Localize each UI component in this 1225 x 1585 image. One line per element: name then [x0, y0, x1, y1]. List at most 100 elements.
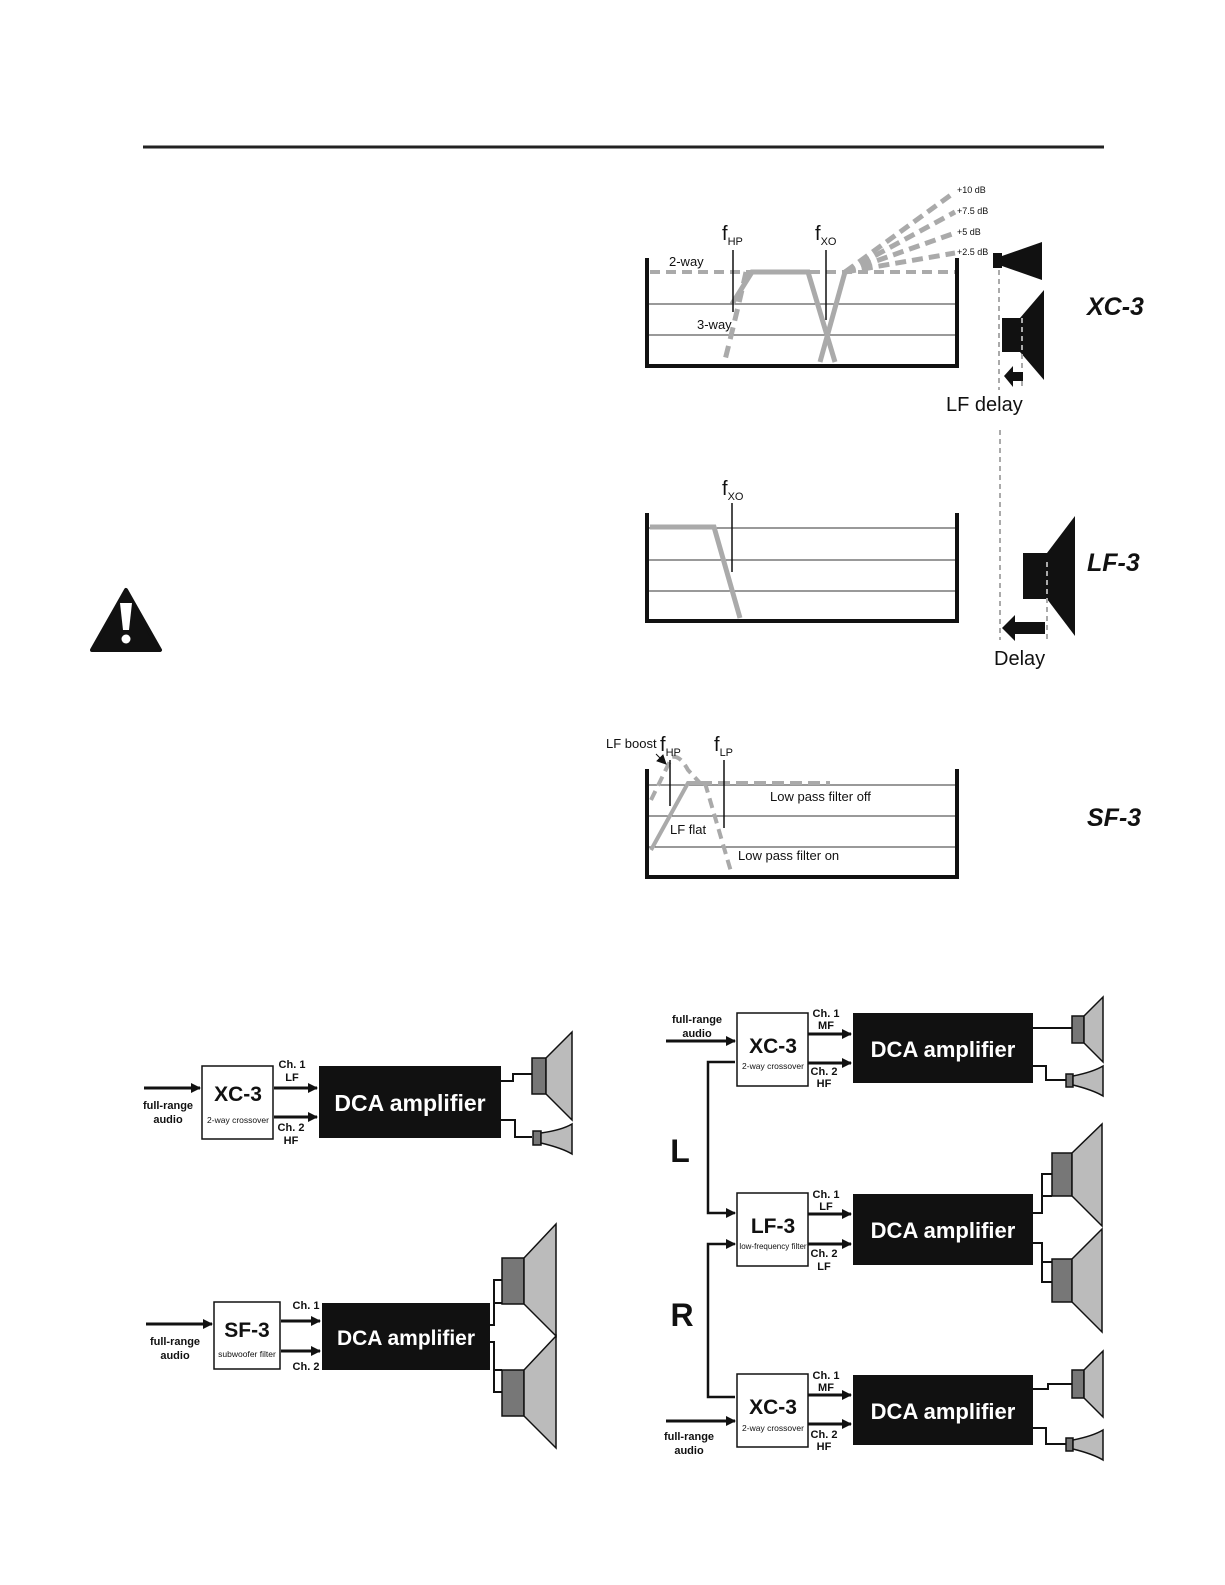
svg-text:XC-3: XC-3	[749, 1035, 797, 1058]
xc3-lf-delay-label: LF delay	[946, 394, 1023, 416]
block-c-diagram: full-range audio full-range audio L R XC…	[664, 995, 1104, 1462]
svg-text:DCA amplifier: DCA amplifier	[871, 1218, 1016, 1243]
lf3-panel-title: LF-3	[1087, 549, 1140, 577]
svg-text:Ch. 2: Ch. 2	[811, 1429, 838, 1441]
svg-text:Ch. 1: Ch. 1	[293, 1300, 320, 1312]
svg-text:Ch. 1: Ch. 1	[279, 1059, 306, 1071]
sf3-f-lp-label: fLP	[714, 734, 733, 759]
block-c-bot-amp-box	[853, 1375, 1033, 1445]
svg-text:full-range: full-range	[150, 1336, 200, 1348]
svg-text:subwoofer filter: subwoofer filter	[218, 1349, 276, 1359]
block-a-amp-label: DCA amplifier	[334, 1090, 485, 1116]
block-a-horn-icon	[532, 1122, 573, 1156]
svg-text:low-frequency filter: low-frequency filter	[739, 1242, 806, 1251]
block-b-subwoofer-icon-top	[501, 1222, 557, 1338]
block-c-mid-amp-box	[853, 1194, 1033, 1265]
sf3-lf-boost-curve	[649, 754, 702, 801]
block-c-top-amp-box	[853, 1013, 1033, 1083]
lf3-delay-label: Delay	[994, 648, 1045, 670]
xc3-three-way-curve	[722, 271, 749, 361]
block-a-module-box	[201, 1065, 274, 1140]
xc3-hf-curve	[817, 271, 848, 363]
xc3-hf-boost-fan	[843, 189, 957, 275]
sf3-lf-boost-label: LF boost	[606, 736, 657, 751]
svg-text:DCA amplifier: DCA amplifier	[871, 1399, 1016, 1424]
svg-text:Ch. 2: Ch. 2	[811, 1066, 838, 1078]
block-c-top-horn-icon	[1065, 1064, 1104, 1098]
block-b-module-box	[213, 1301, 281, 1370]
svg-text:HF: HF	[817, 1078, 832, 1090]
block-a-module-label: XC-3	[214, 1083, 262, 1106]
delay-arrow-icon	[1002, 615, 1045, 641]
lf3-response-graph	[645, 503, 959, 623]
svg-text:HF: HF	[817, 1441, 832, 1453]
block-b-amp-label: DCA amplifier	[337, 1327, 475, 1350]
sf3-f-hp-label: fHP	[660, 734, 681, 759]
sf3-response-graph	[645, 753, 959, 879]
block-a-woofer-icon	[531, 1030, 573, 1122]
sf3-lf-flat-label: LF flat	[670, 822, 707, 837]
svg-text:Ch. 1: Ch. 1	[813, 1008, 840, 1020]
xc3-three-way-label: 3-way	[697, 317, 732, 332]
block-c-bot-horn-icon	[1065, 1428, 1104, 1462]
block-c-right-label: R	[670, 1297, 693, 1333]
svg-text:2-way crossover: 2-way crossover	[742, 1061, 804, 1071]
lf3-f-xo-label: fXO	[722, 478, 744, 503]
svg-text:HF: HF	[284, 1135, 299, 1147]
xc3-f-hp-label: fHP	[722, 223, 743, 248]
svg-text:2-way crossover: 2-way crossover	[207, 1115, 269, 1125]
block-c-top-module-box	[736, 1012, 809, 1087]
lf3-lowpass-curve	[650, 524, 743, 619]
svg-text:full-range: full-range	[672, 1014, 722, 1026]
block-c-mid-module-box	[736, 1192, 809, 1267]
svg-text:audio: audio	[153, 1114, 183, 1126]
block-c-bot-midrange-icon	[1071, 1349, 1104, 1419]
block-c-bot-module-box	[736, 1373, 809, 1448]
warning-icon	[90, 588, 162, 652]
xc3-lf-curve	[729, 269, 838, 363]
svg-text:Ch. 2: Ch. 2	[278, 1122, 305, 1134]
block-a-amp-box	[319, 1066, 501, 1138]
lf-delay-arrow-icon	[1004, 366, 1023, 387]
svg-text:LF-3: LF-3	[751, 1215, 795, 1238]
block-c-left-label: L	[670, 1133, 690, 1169]
sf3-lp-on-label: Low pass filter on	[738, 848, 839, 863]
midrange-speaker-icon	[1002, 290, 1044, 380]
xc3-db-level-3: +5 dB	[957, 227, 981, 237]
sf3-lp-off-label: Low pass filter off	[770, 789, 871, 804]
svg-text:Ch. 1: Ch. 1	[813, 1189, 840, 1201]
block-c-mid-woofer-icon-top	[1051, 1122, 1103, 1228]
svg-text:MF: MF	[818, 1020, 834, 1032]
svg-text:LF: LF	[819, 1201, 833, 1213]
block-c-mid-woofer-icon-bottom	[1051, 1227, 1103, 1334]
svg-text:2-way crossover: 2-way crossover	[742, 1423, 804, 1433]
svg-text:DCA amplifier: DCA amplifier	[871, 1037, 1016, 1062]
block-c-top-midrange-icon	[1071, 995, 1104, 1064]
block-b-subwoofer-icon-bottom	[501, 1334, 557, 1450]
woofer-speaker-icon	[1023, 516, 1075, 636]
svg-text:audio: audio	[674, 1445, 704, 1457]
xc3-db-level-2: +7.5 dB	[957, 206, 988, 216]
block-b-amp-box	[322, 1303, 490, 1370]
block-a-input-label: full-range	[143, 1100, 193, 1112]
svg-text:LF: LF	[817, 1261, 831, 1273]
svg-text:MF: MF	[818, 1382, 834, 1394]
horn-tweeter-icon	[993, 242, 1042, 280]
svg-text:Ch. 1: Ch. 1	[813, 1370, 840, 1382]
block-b-diagram: full-range audio SF-3 subwoofer filter C…	[146, 1222, 557, 1450]
svg-text:Ch. 2: Ch. 2	[811, 1248, 838, 1260]
xc3-panel-title: XC-3	[1085, 293, 1144, 321]
svg-text:audio: audio	[682, 1028, 712, 1040]
svg-text:Ch. 2: Ch. 2	[293, 1361, 320, 1373]
sf3-lp-on-curve	[703, 782, 734, 876]
block-a-diagram: full-range audio XC-3 2-way crossover Ch…	[143, 1030, 573, 1156]
xc3-f-xo-label: fXO	[815, 223, 837, 248]
svg-text:full-range: full-range	[664, 1431, 714, 1443]
svg-text:XC-3: XC-3	[749, 1396, 797, 1419]
xc3-response-graph	[645, 189, 959, 368]
block-b-module-label: SF-3	[224, 1319, 270, 1342]
svg-text:audio: audio	[160, 1350, 190, 1362]
xc3-db-level-1: +10 dB	[957, 185, 986, 195]
svg-text:LF: LF	[285, 1072, 299, 1084]
